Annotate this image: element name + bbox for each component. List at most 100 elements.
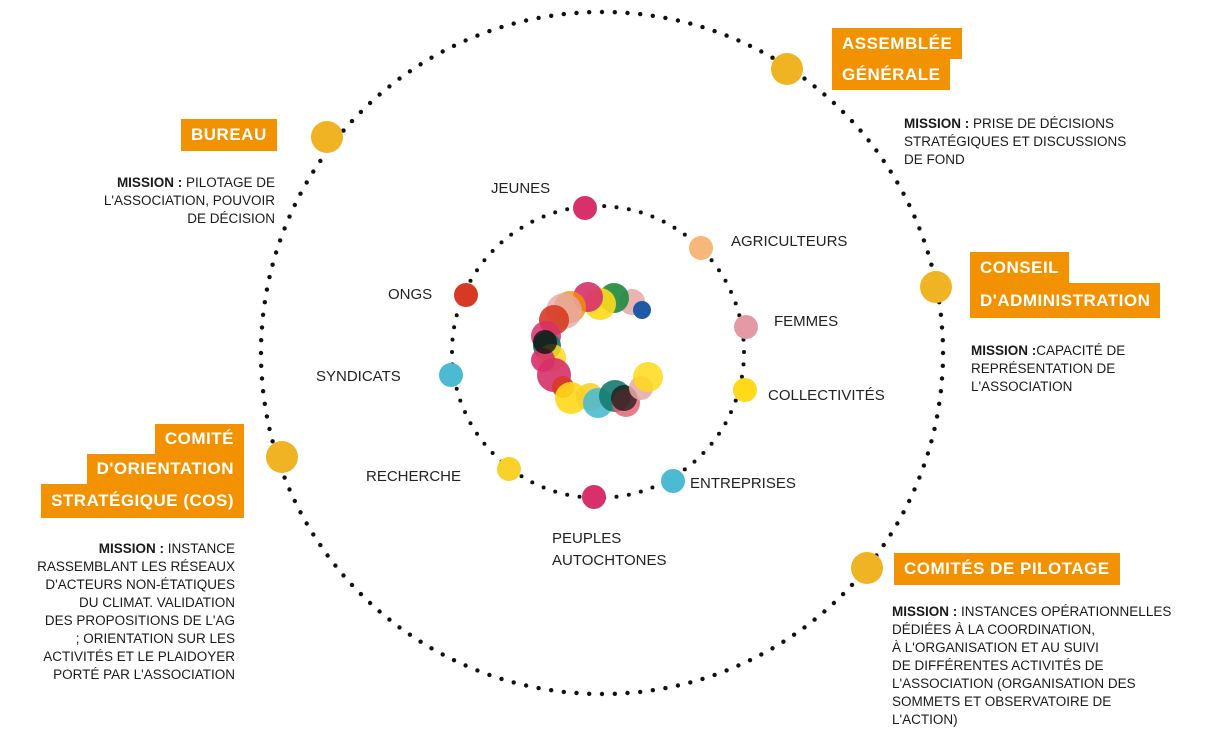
ring-dot — [482, 258, 487, 263]
node-collectivites — [733, 378, 757, 402]
ring-dot — [565, 492, 570, 497]
mission-text: INSTANCE — [167, 541, 235, 556]
logo-bubble — [633, 362, 663, 392]
ring-dot — [565, 207, 570, 212]
node-syndicats — [439, 363, 463, 387]
ring-dot — [259, 338, 264, 343]
group-label-femmes: FEMMES — [774, 313, 839, 330]
outer-ring-dotted — [258, 9, 946, 697]
ring-dot — [475, 668, 480, 673]
ring-dot — [519, 225, 524, 230]
ring-dot — [487, 672, 492, 678]
ring-dot — [781, 639, 786, 644]
ring-dot — [450, 337, 455, 342]
ring-dot — [499, 240, 504, 245]
ring-dot — [577, 494, 582, 499]
ring-dot — [612, 691, 617, 696]
node-femmes — [734, 315, 758, 339]
ring-dot — [287, 487, 292, 492]
ring-dot — [682, 467, 687, 472]
ring-dot — [553, 210, 558, 215]
ring-dot — [318, 542, 323, 548]
ring-dot — [661, 219, 666, 224]
ring-dot — [939, 325, 945, 330]
tag-conseil-2: D'ADMINISTRATION — [970, 283, 1161, 318]
ring-dot — [802, 625, 807, 630]
ring-dot — [341, 128, 346, 133]
node-recherche — [497, 457, 521, 481]
ring-dot — [822, 92, 827, 97]
ring-dot — [614, 494, 619, 499]
ring-dot — [849, 118, 855, 124]
ring-dot — [511, 21, 516, 26]
ring-dot — [932, 426, 937, 432]
ring-dot — [530, 219, 535, 224]
ring-dot — [260, 389, 266, 394]
ring-dot — [541, 214, 546, 219]
mission-text: CAPACITÉ DE — [1036, 343, 1126, 358]
ring-dot — [262, 300, 267, 305]
node-entreprises — [661, 469, 685, 493]
node-ca — [920, 271, 952, 303]
tag-line: COMITÉ — [164, 429, 234, 448]
mission-text: L'ASSOCIATION (ORGANISATION DES — [892, 676, 1136, 691]
ring-dot — [599, 691, 605, 697]
ring-dot — [709, 441, 714, 446]
ring-dot — [812, 84, 817, 89]
ring-dot — [287, 214, 292, 219]
tag-assemblee-generale-2: GÉNÉRALE — [832, 59, 951, 90]
ring-dot — [377, 92, 382, 97]
ring-dot — [468, 278, 473, 283]
mission-text: REPRÉSENTATION DE — [971, 361, 1116, 376]
ring-dot — [341, 573, 346, 578]
ring-dot — [259, 363, 264, 368]
ring-dot — [475, 431, 479, 436]
ring-dot — [587, 10, 592, 15]
ring-dot — [612, 10, 617, 15]
ring-dot — [487, 28, 492, 34]
ring-dot — [523, 18, 529, 23]
ring-dot — [304, 180, 309, 185]
mission-label: MISSION : — [116, 175, 183, 190]
ring-dot — [298, 510, 303, 515]
node-jeunes — [573, 196, 597, 220]
ring-dot — [626, 492, 631, 497]
ring-dot — [450, 350, 454, 354]
ring-dot — [304, 521, 309, 526]
mission-text: ACTIVITÉS ET LE PLAIDOYER — [43, 649, 235, 664]
ring-dot — [523, 683, 529, 688]
ring-dot — [742, 350, 746, 354]
ring-dot — [358, 591, 364, 597]
ring-dot — [840, 591, 846, 597]
ring-dot — [723, 278, 728, 283]
inner-nodes — [439, 196, 758, 509]
ring-dot — [349, 582, 355, 588]
ring-dot — [482, 441, 487, 446]
node-cp — [851, 552, 883, 584]
logo-bubble — [633, 301, 651, 319]
ring-dot — [264, 287, 270, 292]
ring-dot — [940, 338, 945, 343]
ring-dot — [277, 238, 283, 243]
ring-dot — [802, 76, 807, 81]
ring-dot — [934, 414, 940, 419]
ring-dot — [866, 138, 871, 143]
ring-dot — [536, 685, 541, 691]
ring-dot — [490, 249, 495, 253]
mission-text: L'ASSOCIATION — [971, 379, 1073, 394]
ring-dot — [650, 13, 655, 18]
ring-dot — [917, 475, 922, 480]
logo-bubble — [533, 330, 557, 354]
ring-dot — [917, 226, 922, 231]
ring-dot — [938, 312, 944, 317]
ring-dot — [468, 421, 473, 426]
ring-dot — [912, 487, 917, 492]
ring-dot — [475, 268, 479, 273]
ring-dot — [874, 148, 879, 153]
group-label-peuples-autochtones: PEUPLES AUTOCHTONES — [552, 528, 666, 572]
ring-dot — [454, 313, 459, 318]
tag-bureau: BUREAU — [181, 119, 277, 151]
mission-text: ; ORIENTATION SUR LES — [75, 631, 235, 646]
ring-dot — [888, 169, 893, 174]
ring-dot — [759, 652, 764, 657]
